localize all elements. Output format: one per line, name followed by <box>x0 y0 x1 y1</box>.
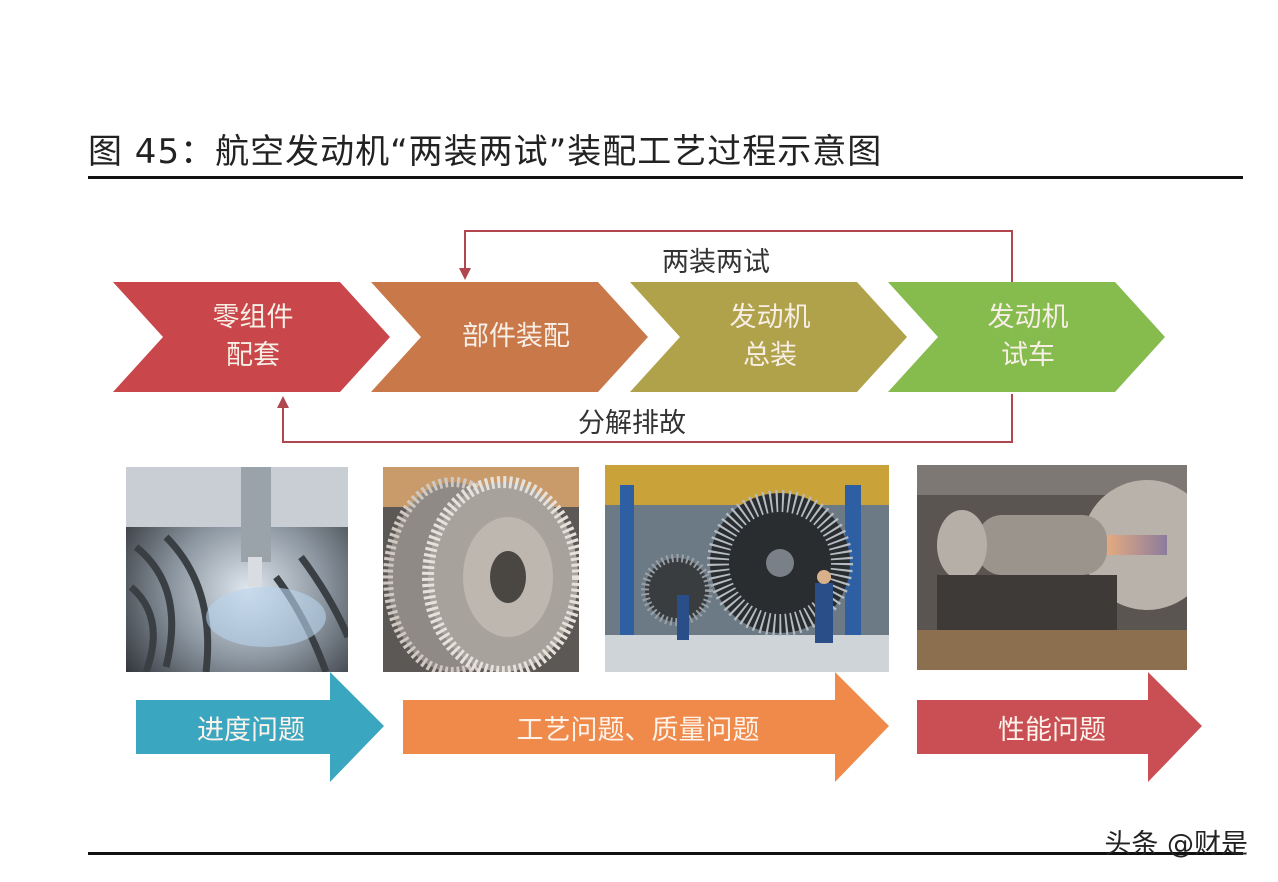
engine-assembly-photo <box>605 465 889 672</box>
step-components-line1: 零组件 <box>212 302 294 333</box>
machining-photo <box>126 467 348 672</box>
troubleshoot-loop-arrowhead <box>277 396 289 408</box>
step-components-label: 零组件 配套 <box>178 298 328 376</box>
step-parts-assembly-line1: 部件装配 <box>462 321 570 352</box>
troubleshoot-loop-label: 分解排故 <box>578 408 686 439</box>
two-assembly-loop-arrowhead <box>459 268 471 280</box>
schedule-issue-label: 进度问题 <box>197 714 305 746</box>
step-components-chevron <box>113 282 390 392</box>
turbine-disk-photo <box>383 467 579 672</box>
step-final-assembly-label: 发动机 总装 <box>695 298 845 376</box>
step-test-run-line2: 试车 <box>1001 340 1055 371</box>
step-test-run-label: 发动机 试车 <box>953 298 1103 376</box>
process-quality-issue-arrow <box>403 672 889 782</box>
step-test-run-line1: 发动机 <box>987 302 1069 333</box>
bottom-rule <box>88 852 1243 855</box>
troubleshoot-loop-line <box>282 394 1013 443</box>
step-final-assembly-line1: 发动机 <box>729 302 811 333</box>
schedule-issue-arrow <box>136 672 384 782</box>
process-quality-issue-label: 工艺问题、质量问题 <box>516 714 760 746</box>
two-assembly-loop-label: 两装两试 <box>662 247 770 278</box>
title-rule <box>88 176 1243 179</box>
step-final-assembly-line2: 总装 <box>743 340 797 371</box>
performance-issue-arrow <box>917 672 1202 782</box>
process-flow-diagram <box>113 230 1165 443</box>
step-components-line2: 配套 <box>226 340 280 371</box>
performance-issue-label: 性能问题 <box>998 714 1106 746</box>
watermark: 头条 @财是 <box>1104 829 1248 860</box>
page-title: 图 45：航空发动机“两装两试”装配工艺过程示意图 <box>88 132 883 172</box>
step-test-run-chevron <box>888 282 1165 392</box>
step-parts-assembly-label: 部件装配 <box>436 298 596 376</box>
step-final-assembly-chevron <box>630 282 907 392</box>
step-parts-assembly-chevron <box>371 282 648 392</box>
engine-test-photo <box>917 465 1187 670</box>
two-assembly-loop-line <box>464 230 1013 282</box>
